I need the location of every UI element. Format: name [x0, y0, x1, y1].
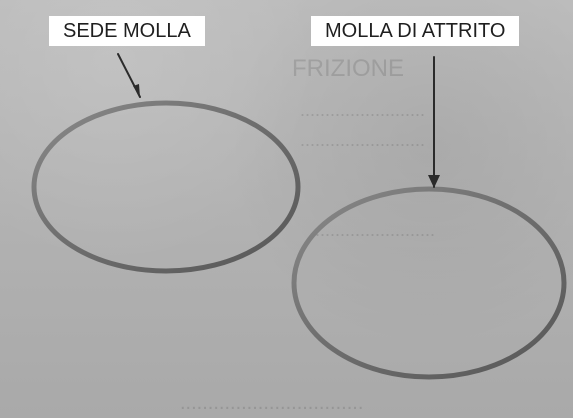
spring-seat-ring [31, 100, 301, 274]
friction-spring-ring [291, 186, 567, 380]
friction-spring-arrowhead [428, 175, 440, 188]
friction-spring-label: MOLLA DI ATTRITO [311, 16, 520, 46]
spring-seat-label: SEDE MOLLA [49, 16, 205, 46]
spring-seat-arrowhead [133, 84, 140, 97]
